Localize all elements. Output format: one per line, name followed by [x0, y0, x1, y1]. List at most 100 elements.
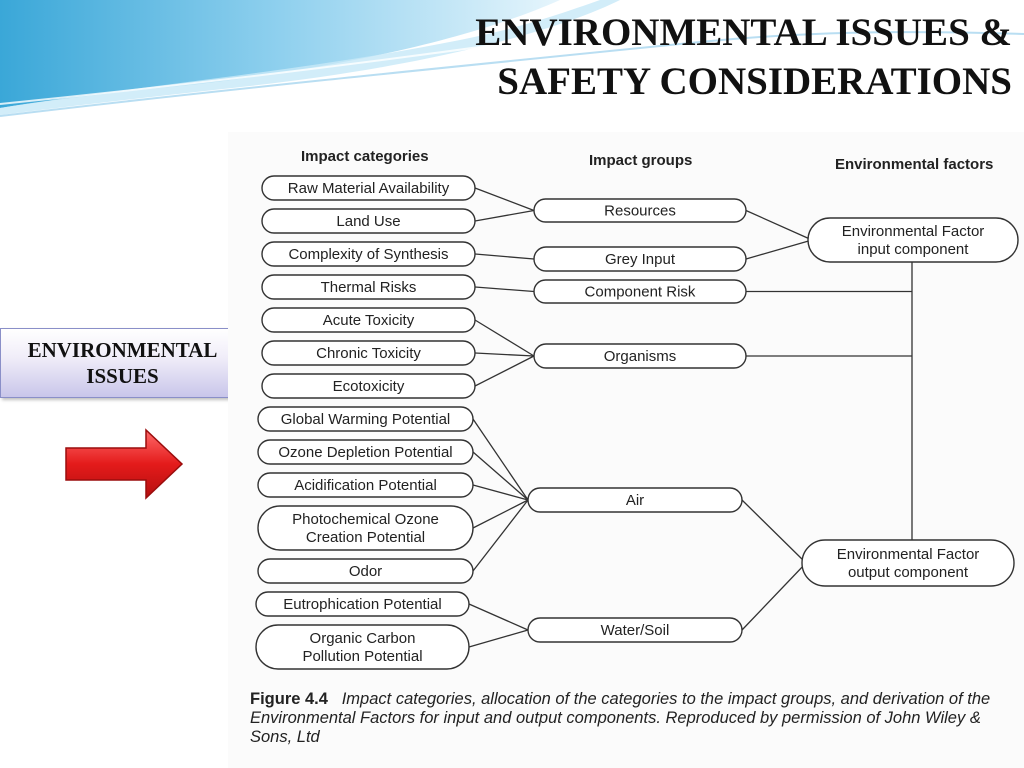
category-acid-shape: [257, 472, 474, 498]
category-eutro-text: Eutrophication Potential: [283, 596, 441, 613]
group-water-shape: [527, 617, 743, 643]
link-gwp-air: [472, 418, 529, 501]
category-acute: Acute Toxicity: [261, 307, 476, 333]
category-complex-shape: [261, 241, 476, 267]
group-air-text: Air: [626, 492, 644, 509]
category-organic-shape: [255, 624, 470, 670]
link-air-output: [741, 499, 807, 564]
category-eutro: Eutrophication Potential: [255, 591, 470, 617]
factor-input-shape: [807, 217, 1019, 263]
category-photo-text: Creation Potential: [306, 529, 425, 546]
group-organisms-text: Organisms: [604, 348, 677, 365]
category-odor: Odor: [257, 558, 474, 584]
factor-input-text: input component: [858, 241, 970, 258]
category-complex-text: Complexity of Synthesis: [288, 246, 448, 263]
side-label-line-2: ISSUES: [86, 364, 159, 388]
link-chronic-organisms: [474, 352, 535, 357]
category-gwp-text: Global Warming Potential: [281, 411, 451, 428]
link-thermal-component: [474, 286, 535, 293]
category-odor-text: Odor: [349, 563, 382, 580]
link-odor-air: [472, 499, 529, 572]
category-odor-shape: [257, 558, 474, 584]
group-water-text: Water/Soil: [601, 622, 670, 639]
group-air-shape: [527, 487, 743, 513]
caption-text: Impact categories, allocation of the cat…: [250, 690, 991, 746]
environmental-issues-label: ENVIRONMENTAL ISSUES: [0, 328, 245, 398]
header-impact-categories: Impact categories: [301, 148, 429, 165]
factor-output-text: Environmental Factor: [837, 546, 980, 563]
caption-label: Figure 4.4: [250, 690, 328, 708]
link-complex-grey: [474, 253, 535, 260]
link-eutro-water: [468, 603, 529, 631]
figure-image: Impact categories Impact groups Environm…: [228, 132, 1024, 768]
link-grey-input: [745, 239, 813, 260]
category-organic-text: Pollution Potential: [302, 648, 422, 665]
category-acid-text: Acidification Potential: [294, 477, 437, 494]
category-raw: Raw Material Availability: [261, 175, 476, 201]
group-resources-text: Resources: [604, 203, 676, 220]
link-acid-air: [472, 484, 529, 501]
group-resources-shape: [533, 198, 747, 223]
category-complex: Complexity of Synthesis: [261, 241, 476, 267]
category-gwp: Global Warming Potential: [257, 406, 474, 432]
link-raw-resources: [474, 187, 535, 212]
factor-output-text: output component: [848, 564, 969, 581]
group-resources: Resources: [533, 198, 747, 223]
category-chronic: Chronic Toxicity: [261, 340, 476, 366]
link-acute-organisms: [474, 319, 535, 357]
slide-title-line-2: SAFETY CONSIDERATIONS: [497, 60, 1012, 103]
link-resources-input: [745, 209, 813, 241]
group-grey: Grey Input: [533, 246, 747, 272]
group-grey-text: Grey Input: [605, 251, 676, 268]
category-gwp-shape: [257, 406, 474, 432]
group-component-text: Component Risk: [585, 284, 696, 301]
category-ecotox: Ecotoxicity: [261, 373, 476, 399]
category-land: Land Use: [261, 208, 476, 234]
group-organisms-shape: [533, 343, 747, 369]
link-photo-air: [472, 499, 529, 529]
category-thermal-shape: [261, 274, 476, 300]
group-component-shape: [533, 279, 747, 304]
factor-input-text: Environmental Factor: [842, 223, 985, 240]
header-impact-groups: Impact groups: [589, 152, 692, 169]
header-environmental-factors: Environmental factors: [835, 156, 993, 173]
category-raw-text: Raw Material Availability: [288, 180, 450, 197]
category-thermal-text: Thermal Risks: [321, 279, 417, 296]
figure-caption: Figure 4.4 Impact categories, allocation…: [250, 690, 1020, 747]
category-thermal: Thermal Risks: [261, 274, 476, 300]
impact-diagram: Impact categories Impact groups Environm…: [255, 148, 1019, 670]
category-land-shape: [261, 208, 476, 234]
category-raw-shape: [261, 175, 476, 201]
category-acute-text: Acute Toxicity: [323, 312, 415, 329]
group-grey-shape: [533, 246, 747, 272]
link-organic-water: [468, 629, 529, 648]
group-component: Component Risk: [533, 279, 747, 304]
link-land-resources: [474, 209, 535, 222]
category-photo-shape: [257, 505, 474, 551]
category-odp-shape: [257, 439, 474, 465]
category-eutro-shape: [255, 591, 470, 617]
category-photo-text: Photochemical Ozone: [292, 511, 439, 528]
diagram-connectors: [468, 187, 913, 648]
category-odp: Ozone Depletion Potential: [257, 439, 474, 465]
red-right-arrow-icon: [65, 428, 184, 500]
link-ecotox-organisms: [474, 355, 535, 387]
side-label-line-1: ENVIRONMENTAL: [27, 338, 218, 362]
link-water-output: [741, 562, 807, 631]
factor-output-shape: [801, 539, 1015, 587]
category-ecotox-text: Ecotoxicity: [333, 378, 405, 395]
category-organic-text: Organic Carbon: [310, 630, 416, 647]
link-odp-air: [472, 451, 529, 501]
category-chronic-text: Chronic Toxicity: [316, 345, 421, 362]
category-land-text: Land Use: [336, 213, 400, 230]
group-organisms: Organisms: [533, 343, 747, 369]
category-ecotox-shape: [261, 373, 476, 399]
category-acute-shape: [261, 307, 476, 333]
group-air: Air: [527, 487, 743, 513]
